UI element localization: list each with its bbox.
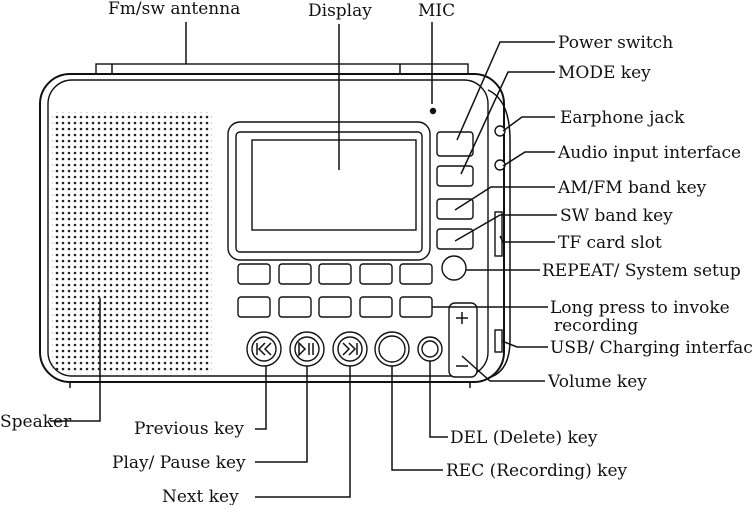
label-amfm-key: AM/FM band key	[557, 178, 707, 198]
grid-key[interactable]	[399, 263, 433, 285]
label-rec: REC (Recording) key	[446, 461, 628, 481]
label-previous: Previous key	[134, 419, 244, 439]
label-display: Display	[308, 1, 372, 21]
tf-card-slot[interactable]	[494, 211, 503, 257]
grid-key[interactable]	[237, 296, 271, 318]
antenna	[95, 63, 469, 75]
power-switch[interactable]	[436, 131, 474, 157]
volume-rocker[interactable]	[448, 302, 478, 378]
play-pause-button[interactable]	[289, 331, 325, 367]
label-volume: Volume key	[547, 372, 647, 392]
label-audio-input: Audio input interface	[557, 143, 741, 163]
label-play-pause: Play/ Pause key	[112, 453, 246, 473]
next-button[interactable]	[332, 331, 368, 367]
grid-key[interactable]	[359, 263, 393, 285]
speaker-grille	[52, 112, 212, 374]
label-antenna: Fm/sw antenna	[108, 0, 240, 19]
mic-hole	[429, 107, 437, 115]
usb-port[interactable]	[494, 329, 503, 353]
label-del: DEL (Delete) key	[450, 428, 598, 448]
rec-button[interactable]	[374, 331, 410, 367]
sw-band-key[interactable]	[436, 228, 474, 250]
next-icon	[342, 342, 357, 356]
label-earphone-jack: Earphone jack	[560, 108, 685, 128]
label-sw-key: SW band key	[560, 206, 673, 226]
label-usb: USB/ Charging interface	[550, 338, 753, 358]
play-pause-icon	[298, 341, 307, 357]
display-panel	[227, 121, 431, 261]
del-button[interactable]	[417, 336, 443, 362]
label-repeat: REPEAT/ System setup	[542, 261, 741, 281]
label-speaker: Speaker	[0, 412, 72, 432]
repeat-button[interactable]	[441, 255, 467, 281]
label-power-switch: Power switch	[558, 33, 673, 53]
label-mode-key: MODE key	[558, 63, 651, 83]
mode-key[interactable]	[436, 165, 474, 187]
label-next: Next key	[162, 487, 239, 505]
grid-key[interactable]	[278, 296, 312, 318]
label-long-press-line2: recording	[554, 316, 638, 336]
grid-key[interactable]	[318, 263, 352, 285]
earphone-jack[interactable]	[494, 125, 506, 137]
label-tf-slot: TF card slot	[558, 233, 662, 253]
key-grid	[237, 263, 433, 318]
grid-key[interactable]	[318, 296, 352, 318]
grid-key[interactable]	[359, 296, 393, 318]
label-mic: MIC	[418, 1, 455, 21]
grid-key[interactable]	[237, 263, 271, 285]
record-long-press-key[interactable]	[399, 296, 433, 318]
previous-button[interactable]	[246, 331, 282, 367]
label-long-press-line1: Long press to invoke	[550, 298, 730, 318]
previous-icon	[257, 342, 272, 356]
grid-key[interactable]	[278, 263, 312, 285]
leader-lines	[50, 22, 557, 498]
